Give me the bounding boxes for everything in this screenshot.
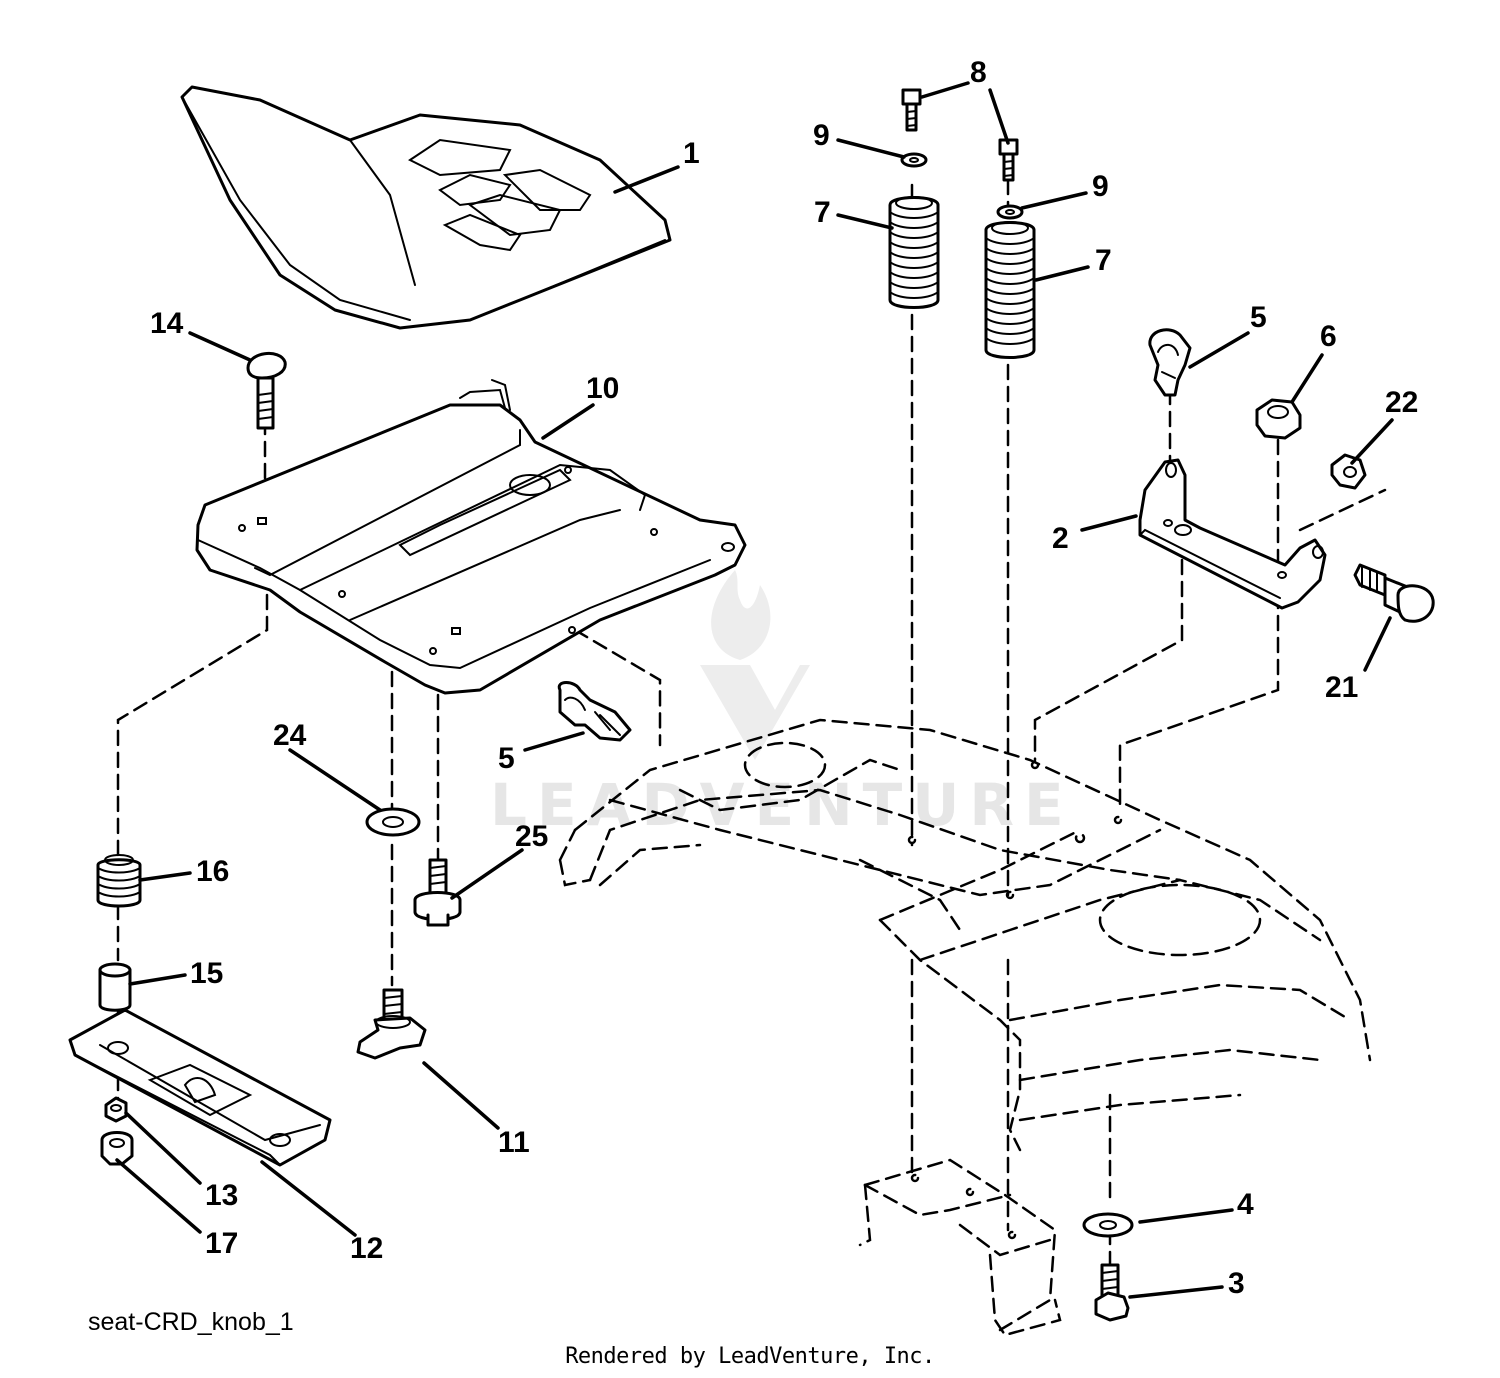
callout-17: 17: [205, 1227, 238, 1260]
callout-2: 2: [1052, 522, 1069, 555]
washer-24: [365, 807, 421, 837]
tractor-frame-outline: [558, 718, 1372, 1337]
seat-bracket-plate: [68, 1008, 332, 1167]
washer-4: [1082, 1212, 1134, 1238]
diagram-caption: seat-CRD_knob_1: [88, 1308, 294, 1336]
callout-25: 25: [515, 820, 548, 853]
callout-3: 3: [1228, 1267, 1245, 1300]
leader-lines: [115, 81, 1394, 1299]
callout-5-left: 5: [498, 742, 515, 775]
callout-1: 1: [683, 137, 700, 170]
hex-nut-6: [1255, 398, 1302, 440]
callout-4: 4: [1237, 1188, 1254, 1221]
shoulder-bolt: [413, 858, 462, 927]
callout-24: 24: [273, 719, 307, 752]
callout-11: 11: [498, 1126, 530, 1159]
callout-7-right: 7: [1095, 244, 1112, 277]
callout-13: 13: [205, 1179, 238, 1212]
spacer: [98, 962, 132, 1012]
wire-clip-right: [1148, 328, 1192, 397]
callout-15: 15: [190, 957, 223, 990]
shoulder-bolt-21: [1353, 563, 1435, 623]
callout-22: 22: [1385, 386, 1418, 419]
watermark-text: LEADVENTURE: [490, 771, 1074, 839]
washer-9-left: [900, 152, 928, 168]
mounting-bracket: [1138, 458, 1327, 610]
seat-pan: [195, 379, 747, 695]
seat: [180, 85, 672, 330]
spring-7-right: [984, 221, 1036, 359]
hex-nut-22: [1330, 453, 1367, 490]
seat-knob: [356, 988, 427, 1060]
callout-8: 8: [970, 56, 987, 89]
wire-clip-left: [557, 681, 632, 742]
bolt-8-left: [901, 88, 922, 132]
callout-7-left: 7: [814, 196, 831, 229]
callout-9-left: 9: [813, 119, 830, 152]
callout-9-right: 9: [1092, 170, 1109, 203]
carriage-bolt: [246, 352, 287, 430]
callout-10: 10: [586, 372, 619, 405]
spring-small: [96, 854, 142, 908]
flange-nut: [100, 1131, 134, 1166]
callout-21: 21: [1325, 671, 1358, 704]
leadventure-watermark: LEADVENTURE: [490, 570, 1074, 839]
callout-16: 16: [196, 855, 229, 888]
callout-6: 6: [1320, 320, 1337, 353]
render-credit: Rendered by LeadVenture, Inc.: [565, 1344, 935, 1369]
washer-9-right: [996, 204, 1024, 220]
bolt-8-right: [998, 138, 1019, 182]
nut-small: [104, 1096, 128, 1123]
hex-bolt-3: [1094, 1263, 1130, 1322]
callouts: 1 2 3 4 5 5 6 7 7 8 9 9 10 11 12 13 14 1…: [150, 56, 1418, 1300]
callout-12: 12: [350, 1232, 383, 1265]
callout-14: 14: [150, 307, 184, 340]
spring-7-left: [888, 196, 940, 309]
callout-5-right: 5: [1250, 301, 1267, 334]
